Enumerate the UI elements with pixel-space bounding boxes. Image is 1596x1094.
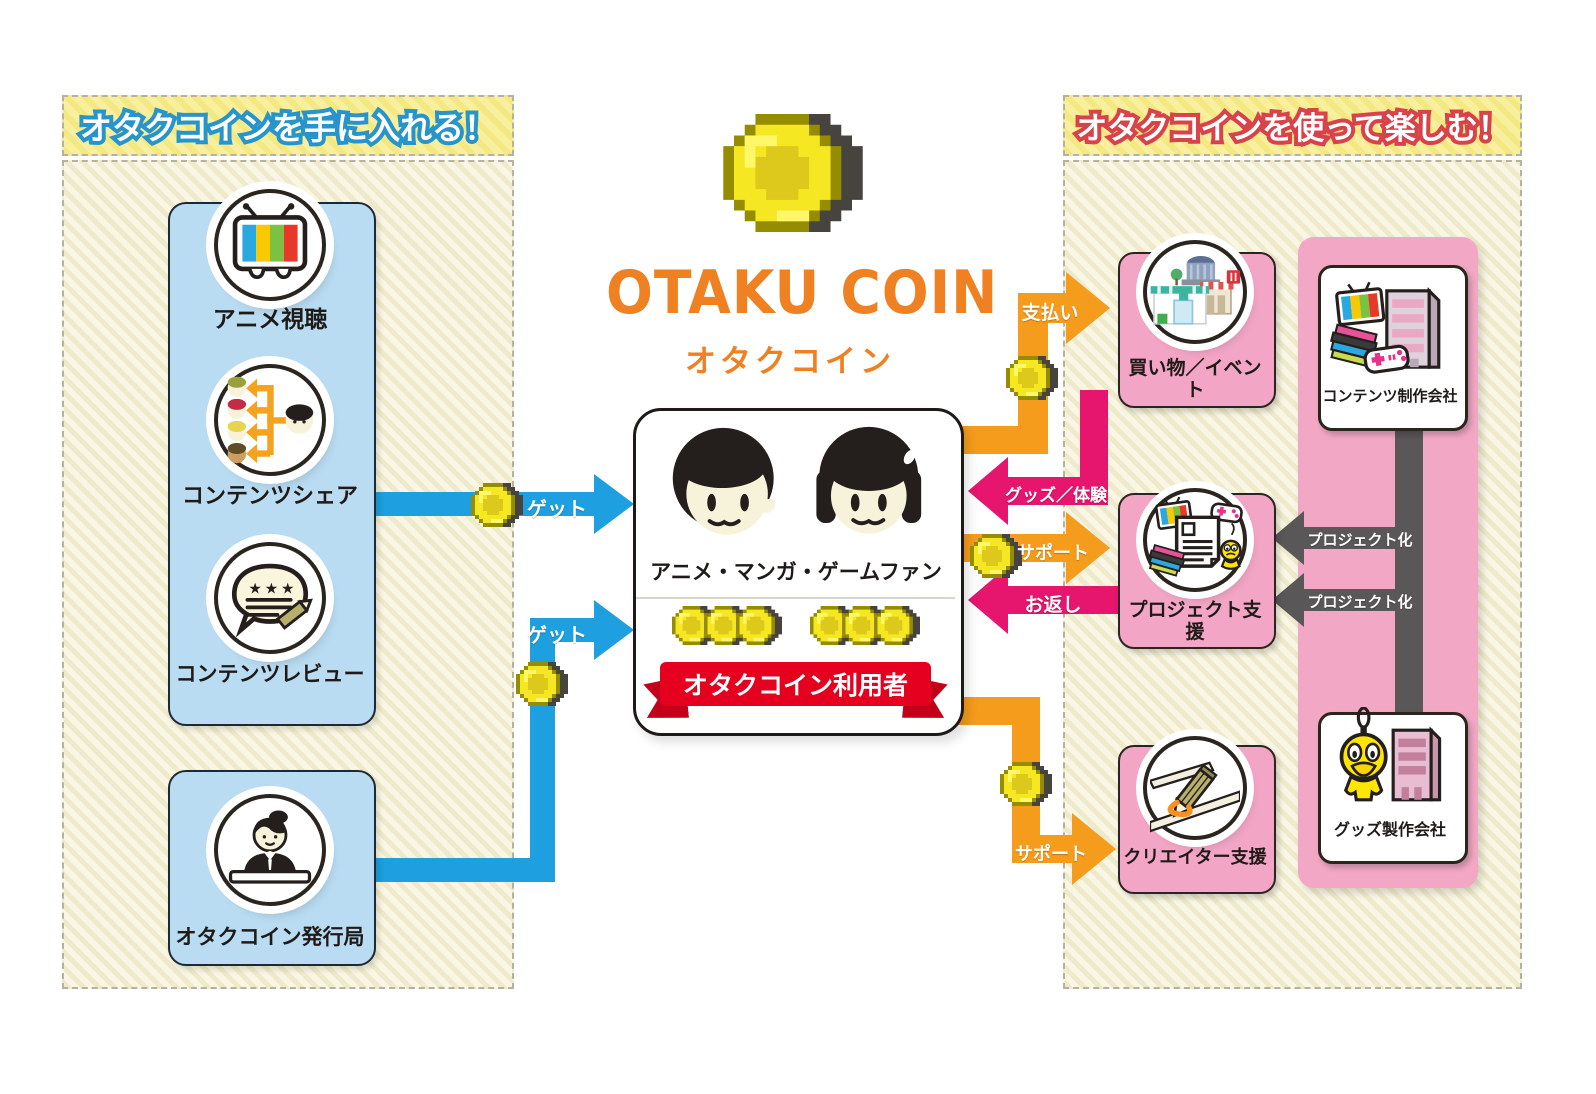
creator-support-badge: [1143, 736, 1247, 840]
spend-header-outline: オタクコインを使って楽しむ！: [1072, 107, 1512, 151]
earn-panel-header: オタクコインを手に入れる！ オタクコインを手に入れる！: [62, 95, 514, 156]
get-from-share-label: ゲット: [527, 497, 587, 521]
projectize-bottom-line: [1296, 589, 1423, 611]
arrow-get-from-issuer-top: [530, 618, 594, 642]
arrow-payment-h2: [1018, 293, 1066, 323]
content-review-icon: [223, 551, 317, 645]
goods-experience-label: グッズ／体験: [1005, 486, 1107, 506]
arrow-payment-head: [1066, 272, 1110, 344]
arrow-get-from-share-head: [594, 474, 634, 534]
pixel-coin-icon: [736, 606, 782, 645]
anime-viewing-badge: [214, 189, 326, 301]
company-connector-line: [1395, 425, 1423, 717]
coin-users-banner: オタクコイン利用者: [660, 662, 931, 706]
spend-header-text: オタクコインを使って楽しむ！: [1076, 111, 1509, 147]
goods-company-box: グッズ製作会社: [1318, 712, 1468, 864]
projectize-bottom-arrowhead: [1272, 573, 1304, 627]
content-share-icon: [224, 374, 316, 466]
arrow-support-project-head: [1066, 512, 1110, 584]
arrow-support-creator-h2: [1012, 835, 1072, 863]
content-company-icon: [1328, 276, 1452, 382]
project-support-icon: [1147, 495, 1243, 585]
anime-viewing-label: アニメ視聴: [212, 307, 328, 333]
content-review-label: コンテンツレビュー: [175, 662, 365, 686]
pixel-coin-icon: [874, 606, 920, 645]
logo-subtitle: オタクコイン: [685, 344, 895, 380]
pixel-coin-icon: [471, 483, 523, 527]
arrow-goods-experience-head: [968, 457, 1008, 525]
projectize-top-label: プロジェクト化: [1307, 531, 1413, 549]
earn-header-text: オタクコインを手に入れる！: [79, 108, 496, 147]
payment-label: 支払い: [1021, 302, 1079, 324]
content-review-badge: [214, 542, 326, 654]
goods-company-icon: [1329, 707, 1451, 823]
projectize-top-line: [1296, 527, 1423, 549]
userbox-divider: [636, 597, 955, 599]
arrow-give-back: [1008, 586, 1118, 614]
arrow-get-from-issuer-head: [594, 600, 634, 660]
coin-issuer-icon: [223, 803, 317, 897]
arrow-goods-experience: [1008, 477, 1108, 505]
give-back-label: お返し: [1024, 594, 1082, 616]
fans-faces-icon: [650, 424, 942, 555]
pixel-coin-icon: [1006, 356, 1058, 400]
pixel-coin-icon: [516, 662, 568, 706]
support-project-label: サポート: [1017, 543, 1089, 564]
coin-stack-right: [810, 606, 920, 645]
shopping-event-label: 買い物／イベント: [1128, 357, 1262, 401]
goods-company-label: グッズ製作会社: [1333, 820, 1446, 839]
project-support-badge: [1143, 488, 1247, 592]
get-from-issuer-label: ゲット: [527, 623, 587, 647]
arrow-get-from-issuer-h: [372, 858, 555, 882]
tv-icon: [224, 199, 316, 291]
coin-stack-left: [672, 606, 782, 645]
shopping-event-badge: [1143, 240, 1247, 344]
logo-title: OTAKU COIN: [606, 258, 999, 328]
coin-issuer-label: オタクコイン発行局: [175, 925, 365, 949]
arrow-support-creator-head: [1072, 813, 1116, 885]
shopping-event-icon: [1149, 250, 1241, 334]
content-company-label: コンテンツ制作会社: [1322, 387, 1458, 405]
projectize-top-arrowhead: [1272, 511, 1304, 565]
creator-support-icon: [1150, 743, 1240, 833]
coin-wallet: [633, 606, 958, 645]
earn-header-outline: オタクコインを手に入れる！: [76, 105, 500, 151]
otaku-coin-logo-icon: [723, 114, 863, 232]
support-creator-label: サポート: [1015, 844, 1087, 865]
pixel-coin-icon: [1000, 762, 1052, 806]
coin-issuer-badge: [214, 794, 326, 906]
fans-label: アニメ・マンガ・ゲームファン: [650, 560, 942, 584]
content-share-label: コンテンツシェア: [181, 484, 358, 509]
spend-panel-header: オタクコインを使って楽しむ！ オタクコインを使って楽しむ！: [1063, 95, 1522, 156]
creator-support-label: クリエイター支援: [1123, 847, 1267, 868]
content-company-box: コンテンツ制作会社: [1318, 265, 1468, 431]
content-share-badge: [214, 364, 326, 476]
projectize-bottom-label: プロジェクト化: [1307, 593, 1413, 611]
project-support-label: プロジェクト支援: [1128, 599, 1262, 643]
